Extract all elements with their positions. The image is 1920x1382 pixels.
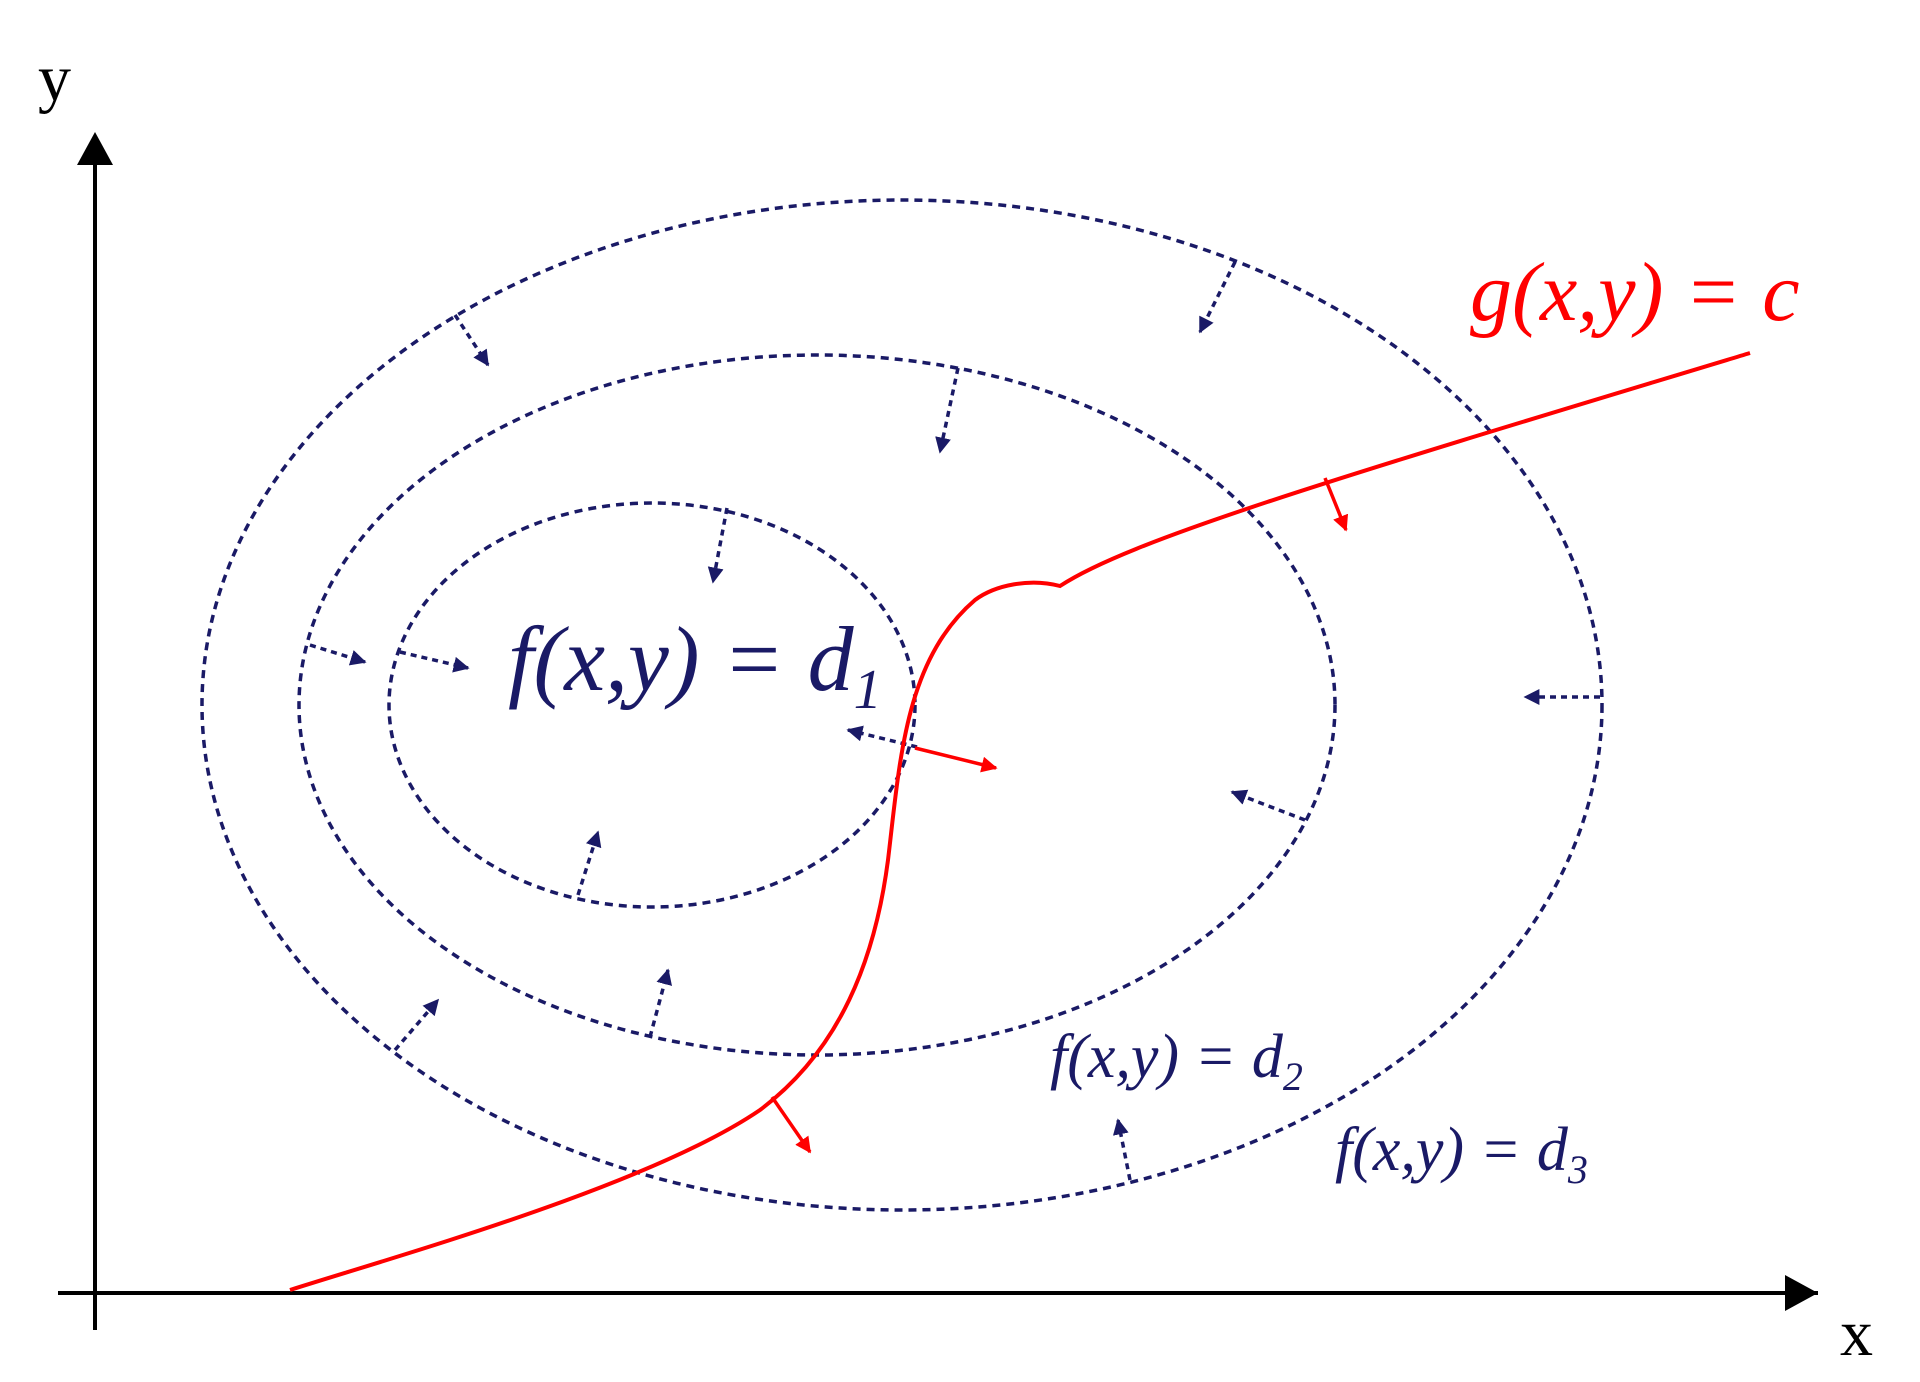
gradient-arrow <box>1198 261 1237 334</box>
x-axis-arrowhead <box>1785 1275 1818 1311</box>
contours <box>200 198 1604 1212</box>
constraint-arrow <box>914 746 998 773</box>
constraint-arrow <box>1323 477 1349 532</box>
constraint-label: g(x,y) = c <box>1470 246 1799 339</box>
constraint-arrow <box>770 1096 812 1154</box>
svg-text:f(x,y) = d3: f(x,y) = d3 <box>1335 1116 1588 1192</box>
gradient-arrow <box>309 643 367 666</box>
contour-outer <box>200 198 1604 1212</box>
contour-label-middle: f(x,y) = d2 <box>1050 1023 1303 1099</box>
contour-label-inner: f(x,y) = d1 <box>508 608 882 721</box>
contour-label-outer: f(x,y) = d3 <box>1335 1116 1588 1192</box>
constraint-gradient-arrows <box>770 477 1349 1154</box>
constraint-curve <box>289 351 1751 1292</box>
gradient-arrow <box>1112 1118 1132 1181</box>
contour-label-main: f(x,y) = d <box>508 608 855 710</box>
contour-label-main: f(x,y) = d <box>1335 1116 1569 1184</box>
contour-label-main: f(x,y) = d <box>1050 1023 1284 1091</box>
contour-label-subscript: 2 <box>1283 1054 1303 1099</box>
contour-gradient-arrows <box>309 261 1600 1181</box>
contour-label-subscript: 1 <box>854 659 882 721</box>
gradient-arrow <box>846 725 918 749</box>
y-axis-label: y <box>38 42 71 115</box>
svg-text:f(x,y) = d1: f(x,y) = d1 <box>508 608 882 721</box>
gradient-arrow <box>1230 789 1306 822</box>
gradient-arrow <box>393 998 440 1052</box>
axes: x y <box>38 42 1873 1370</box>
gradient-arrow <box>648 968 672 1038</box>
gradient-arrow <box>707 507 729 584</box>
x-axis-label: x <box>1840 1297 1873 1370</box>
gradient-arrow <box>453 314 490 367</box>
contour-inner <box>387 501 917 909</box>
gradient-arrow <box>399 650 470 673</box>
contour-label-subscript: 3 <box>1567 1147 1588 1192</box>
svg-text:f(x,y) = d2: f(x,y) = d2 <box>1050 1023 1303 1099</box>
gradient-arrow <box>935 367 960 454</box>
y-axis-arrowhead <box>77 132 113 165</box>
gradient-arrow <box>576 830 602 896</box>
